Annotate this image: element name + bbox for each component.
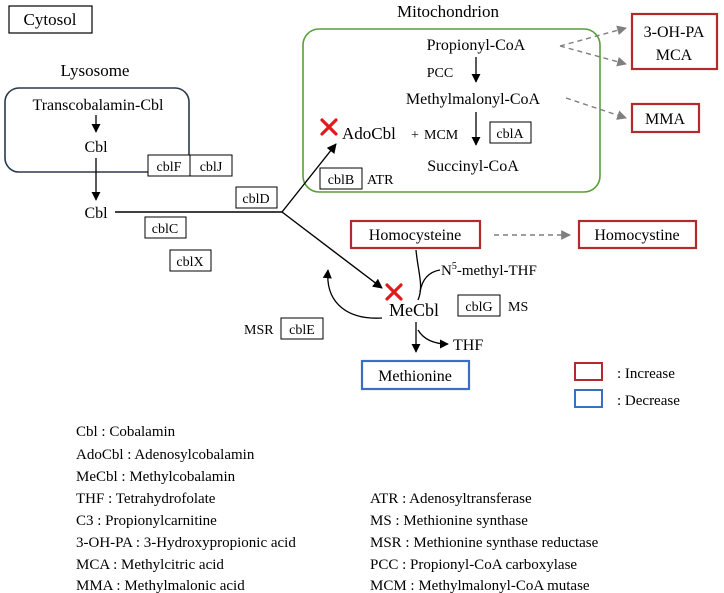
legend-decrease-label: : Decrease [617,393,680,409]
abbrev-left-item: MCA : Methylcitric acid [76,557,224,573]
dashed-arrow-propionyl-to-ohpa [559,25,627,47]
gene-cblG: cblG [465,300,492,315]
cbl-cytosol: Cbl [84,205,108,222]
lysosome-compartment [4,87,190,173]
arrow-to-adocbl [281,143,337,213]
abbrev-left-item: MeCbl : Methylcobalamin [76,469,236,485]
gene-cblJ: cblJ [200,160,223,175]
metabolite-3-oh-pa: 3-OH-PA [644,24,705,41]
cbl-lysosome: Cbl [84,139,108,156]
defect-cross-mecbl [385,283,403,301]
cytosol-label: Cytosol [24,10,77,29]
n5-methyl-thf: N5-methyl-THF [441,261,537,279]
gene-cblD: cblD [242,192,269,207]
gene-box-cblB [319,167,363,190]
enzyme-mcm: MCM [424,128,459,143]
gene-box-cblC [144,216,187,239]
abbrev-right-item: MCM : Methylmalonyl-CoA mutase [370,578,590,593]
abbrev-left-item: C3 : Propionylcarnitine [76,513,217,529]
arrow-homocysteine-curve [415,249,422,301]
dashed-arrow-propionyl-to-mca [559,45,627,67]
gene-cblB: cblB [328,173,354,188]
abbrev-right-item: PCC : Propionyl-CoA carboxylase [370,557,577,573]
mecbl: MeCbl [389,300,439,320]
thf: THF [453,337,483,354]
lysosome-label: Lysosome [61,61,130,80]
abbrev-left-item: MMA : Methylmalonic acid [76,578,245,593]
gene-cblA: cblA [496,127,524,142]
defect-cross-adocbl [320,118,338,136]
methionine: Methionine [378,368,452,385]
mitochondrion-compartment [302,28,601,193]
abbrev-right-item: MSR : Methionine synthase reductase [370,535,599,551]
gene-cblF: cblF [157,160,182,175]
metabolite-mma: MMA [645,111,685,128]
gene-box-cblA [489,121,532,144]
enzyme-atr: ATR [367,173,394,188]
abbrev-left-item: Cbl : Cobalamin [76,424,176,440]
gene-box-cblJ [189,154,233,177]
abbreviations-right: ATR : Adenosyltransferase MS : Methionin… [370,491,599,593]
enzyme-ms: MS [508,300,528,315]
dashed-arrow-methylmalonyl-to-mma [565,97,627,120]
arrow-to-thf [417,329,449,349]
cytosol-label-box [8,5,93,34]
abbrev-right-item: ATR : Adenosyltransferase [370,491,532,507]
methylmalonyl-coa: Methylmalonyl-CoA [406,91,541,108]
abbrev-left-item: THF : Tetrahydrofolate [76,491,216,507]
gene-box-cblD [235,186,278,209]
propionyl-coa: Propionyl-CoA [427,37,526,54]
homocysteine: Homocysteine [369,227,461,244]
metabolite-mca: MCA [656,47,693,64]
abbreviations-left: Cbl : Cobalamin AdoCbl : Adenosylcobalam… [76,424,296,593]
metabolite-box-mma [630,102,701,134]
methionine-box [360,359,471,391]
homocystine: Homocystine [594,227,679,244]
mitochondrion-label: Mitochondrion [397,2,499,21]
gene-box-cblE [280,317,324,340]
gene-box-cblG [457,294,501,317]
legend-increase-swatch [574,362,603,381]
legend-decrease-swatch [574,389,603,408]
metabolite-box-ohpa-mca [630,12,719,71]
homocysteine-box [349,219,482,250]
gene-box-cblX [169,249,212,272]
arrow-n5-methyl-thf-into [419,269,441,293]
abbrev-right-item: MS : Methionine synthase [370,513,528,529]
succinyl-coa: Succinyl-CoA [427,158,519,175]
enzyme-pcc: PCC [427,66,453,81]
homocystine-box [577,219,698,250]
gene-cblX: cblX [176,255,203,270]
enzyme-msr: MSR [244,323,274,338]
abbrev-left-item: AdoCbl : Adenosylcobalamin [76,447,255,463]
transcobalamin-cbl: Transcobalamin-Cbl [33,97,165,114]
adocbl: AdoCbl [342,124,396,143]
gene-cblC: cblC [152,222,178,237]
legend-increase-label: : Increase [617,366,675,382]
arrow-msr-loop [322,269,383,319]
abbrev-left-item: 3-OH-PA : 3-Hydroxypropionic acid [76,535,296,551]
gene-cblE: cblE [289,323,315,338]
plus-sign: + [411,128,419,143]
arrow-to-mecbl [281,211,383,289]
